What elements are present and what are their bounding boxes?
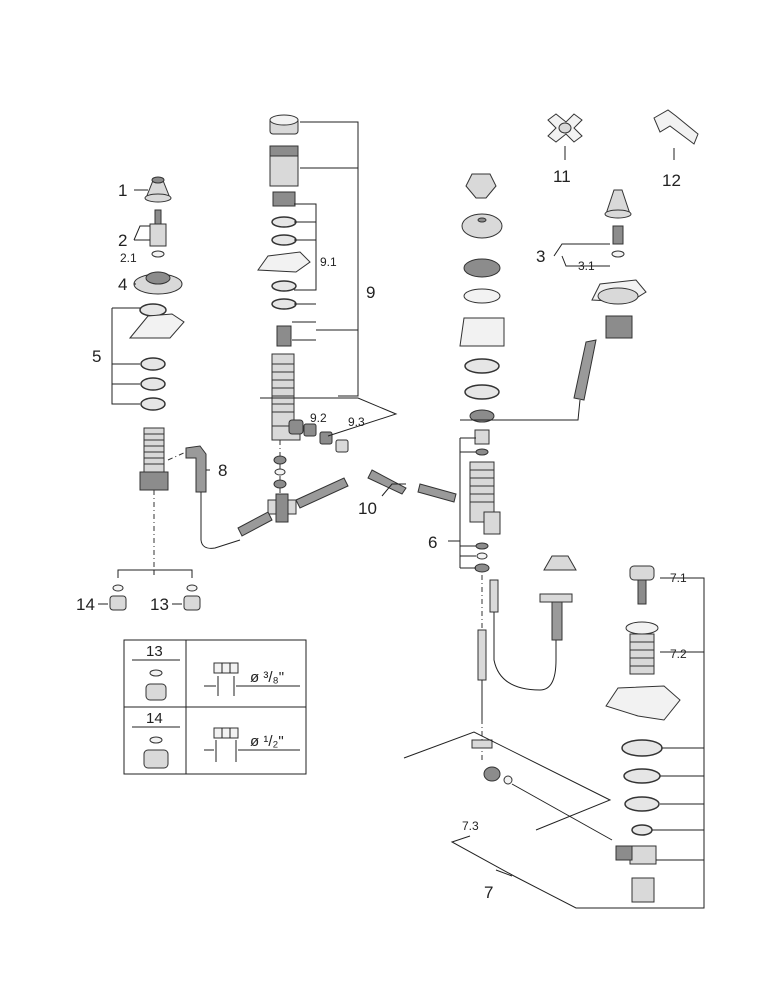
label-4: 4 — [118, 275, 127, 294]
leader-lines — [111, 121, 705, 909]
assembly-9 — [237, 114, 349, 537]
label-1: 1 — [118, 181, 127, 200]
label-14: 14 — [76, 595, 95, 614]
right-handle-assembly — [460, 189, 647, 421]
label-7: 7 — [484, 883, 493, 902]
drain-assembly-7 — [471, 565, 681, 903]
label-11: 11 — [553, 167, 571, 186]
label-3-1: 3.1 — [578, 259, 595, 273]
label-10: 10 — [358, 499, 377, 518]
label-9-3: 9.3 — [348, 415, 365, 429]
label-2-1: 2.1 — [120, 251, 137, 265]
nut-icon — [145, 683, 167, 701]
label-7-2: 7.2 — [670, 647, 687, 661]
table-row-14-dim: ø ¹/₂" — [250, 733, 284, 750]
label-12: 12 — [662, 171, 681, 190]
label-5: 5 — [92, 347, 101, 366]
fittings-13-14 — [109, 584, 201, 611]
washer-icon — [149, 669, 163, 677]
washer-icon — [149, 736, 163, 744]
label-8: 8 — [218, 461, 227, 480]
callout-labels: 1 2 2.1 4 5 8 9.1 9 9.2 9.3 10 6 3 3.1 1… — [76, 167, 687, 902]
label-7-1: 7.1 — [670, 571, 687, 585]
pipe-fitting-icon — [213, 662, 239, 674]
misc-parts — [539, 555, 577, 641]
label-2: 2 — [118, 231, 127, 250]
label-3: 3 — [536, 247, 545, 266]
label-9-2: 9.2 — [310, 411, 327, 425]
size-table: 13 14 ø ³/₈" ø ¹/₂" — [123, 639, 307, 775]
assembly-6 — [367, 173, 557, 760]
left-handle-assembly — [128, 176, 241, 575]
table-row-14-id: 14 — [146, 710, 163, 727]
label-6: 6 — [428, 533, 437, 552]
table-row-13-dim: ø ³/₈" — [250, 669, 284, 686]
table-row-13-id: 13 — [146, 643, 163, 660]
label-9: 9 — [366, 283, 375, 302]
label-13: 13 — [150, 595, 169, 614]
label-7-3: 7.3 — [462, 819, 479, 833]
nut-icon — [143, 749, 169, 769]
label-9-1: 9.1 — [320, 255, 337, 269]
pipe-fitting-icon — [213, 727, 239, 739]
handle-options — [547, 109, 699, 160]
